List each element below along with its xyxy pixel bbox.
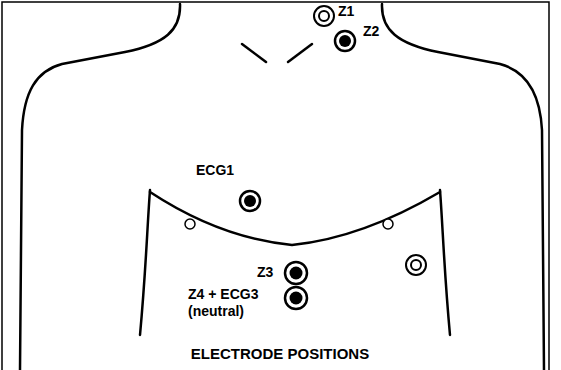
small-electrode: [185, 219, 195, 229]
electrode-open: [406, 255, 426, 275]
frame: [2, 2, 549, 370]
electrode-open: [314, 6, 334, 26]
electrode-label: ECG1: [196, 162, 234, 179]
electrode-filled: [335, 31, 355, 51]
caption: ELECTRODE POSITIONS: [191, 345, 369, 362]
electrode-label: Z4 + ECG3 (neutral): [188, 286, 284, 320]
electrode-label: Z3: [257, 264, 273, 281]
electrode-filled: [240, 191, 260, 211]
electrode-filled: [285, 262, 307, 284]
body-outline: [20, 4, 544, 370]
electrode-filled: [285, 287, 307, 309]
electrode-label: Z1: [338, 3, 354, 20]
small-electrode: [383, 219, 393, 229]
electrode-label: Z2: [363, 23, 379, 40]
